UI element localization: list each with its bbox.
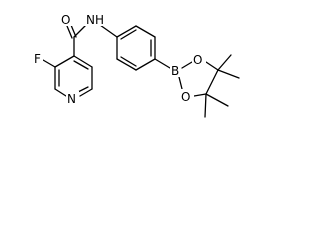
- atom-o-ring-top: O: [193, 53, 202, 67]
- bond-c-f: [42, 59, 56, 68]
- bond-pyr-c4-c3: [54, 55, 75, 68]
- bond-bz-c5-c6-inner: [120, 56, 137, 67]
- bond-pyr-c6-n-inner: [77, 86, 89, 93]
- bond-b-o-top: [181, 61, 193, 69]
- atom-n-amide: N: [86, 13, 95, 27]
- bond-pyr-n-c2: [54, 88, 67, 97]
- atom-h-amide: H: [95, 13, 104, 27]
- bond-amide-cn: [73, 24, 87, 38]
- bond-pyr-c6-n: [79, 88, 93, 97]
- bond-n-aryl: [99, 24, 118, 38]
- bond-bz-c1-c2: [116, 25, 137, 38]
- bond-o-bottom-c: [193, 93, 207, 97]
- structure-diagram: O N H F N B O O: [0, 0, 263, 146]
- bond-methyl-4: [204, 93, 207, 118]
- atom-n-pyridine: N: [67, 92, 76, 106]
- bond-aryl-boron: [154, 58, 171, 69]
- atom-o-ring-bottom: O: [181, 90, 190, 104]
- bond-bz-c4-c5: [135, 58, 156, 71]
- atom-fluorine: F: [34, 52, 41, 66]
- molecule-drawing: O N H F N B O O: [33, 12, 240, 118]
- bond-bz-c5-c6: [116, 58, 137, 71]
- bond-c-c-pinacol: [205, 69, 219, 95]
- bond-bz-c2-c3: [135, 25, 156, 38]
- bond-carbonyl-2: [66, 25, 73, 39]
- bond-methyl-3: [205, 93, 229, 107]
- atom-label-layer: O N H F N B O O: [33, 12, 206, 106]
- bond-methyl-1: [217, 54, 232, 71]
- bond-layer: [42, 24, 240, 118]
- bond-o-top-c: [205, 61, 219, 71]
- bond-bz-c1-c2-inner: [120, 29, 137, 40]
- atom-o-carbonyl: O: [61, 13, 70, 27]
- atom-boron: B: [171, 64, 179, 78]
- bond-methyl-2: [217, 69, 240, 79]
- bond-pyr-c4-c5: [73, 55, 93, 68]
- bond-b-o-bottom: [178, 76, 183, 90]
- bond-pyr-c4-c5-inner: [73, 60, 89, 70]
